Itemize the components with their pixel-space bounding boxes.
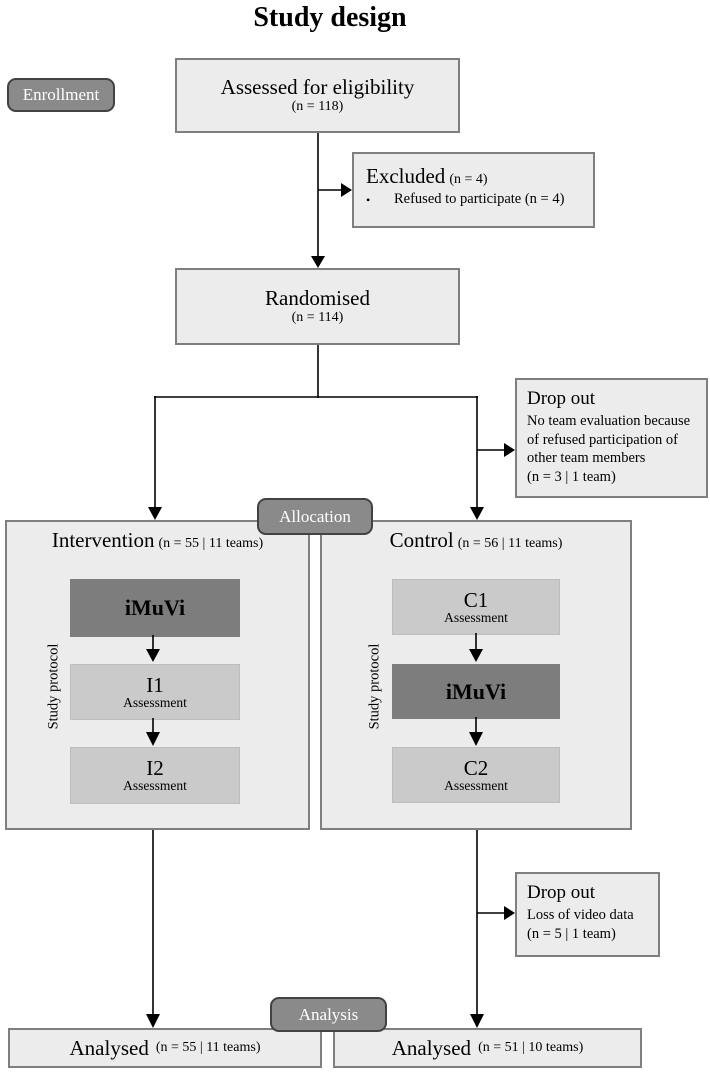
step-imuvi-control: iMuVi xyxy=(392,664,560,719)
excluded-title: Excluded xyxy=(366,164,446,188)
intervention-header: Intervention (n = 55 | 11 teams) xyxy=(7,528,308,553)
step-c2: C2 Assessment xyxy=(392,747,560,803)
enrollment-stage-pill: Enrollment xyxy=(7,78,115,112)
analysed-right-title: Analysed xyxy=(391,1035,472,1060)
control-title: Control xyxy=(389,528,454,552)
dropout2-content: Drop out Loss of video data (n = 5 | 1 t… xyxy=(517,874,658,951)
analysis-stage-pill: Analysis xyxy=(270,997,387,1032)
step-imuvi-intervention: iMuVi xyxy=(70,579,240,637)
page-title: Study design xyxy=(253,2,407,33)
arrow-right-icon xyxy=(504,443,515,457)
arrow-down-icon xyxy=(470,507,484,520)
excluded-title-line: Excluded (n = 4) xyxy=(366,164,581,189)
allocation-stage-pill: Allocation xyxy=(257,498,373,535)
step-i2-sub: Assessment xyxy=(123,778,187,794)
intervention-side-label: Study protocol xyxy=(45,643,62,730)
analysed-right-n: (n = 51 | 10 teams) xyxy=(478,1040,584,1055)
arrow-down-icon xyxy=(148,507,162,520)
arrow-right-icon xyxy=(341,183,352,197)
step-c1-sub: Assessment xyxy=(444,609,508,625)
dropout2-title: Drop out xyxy=(527,882,596,903)
assessed-box: Assessed for eligibility (n = 118) xyxy=(175,58,460,133)
assessed-title: Assessed for eligibility xyxy=(220,74,415,99)
dropout1-title: Drop out xyxy=(527,388,596,409)
step-i1-label: I1 xyxy=(146,672,164,697)
excluded-content: Excluded (n = 4) • Refused to participat… xyxy=(354,154,593,216)
dropout1-n: (n = 3 | 1 team) xyxy=(527,468,616,485)
excluded-box: Excluded (n = 4) • Refused to participat… xyxy=(352,152,595,228)
excluded-bullet-row: • Refused to participate (n = 4) xyxy=(366,191,581,208)
analysed-intervention-box: Analysed (n = 55 | 11 teams) xyxy=(8,1028,322,1068)
step-i2-label: I2 xyxy=(146,756,164,781)
arrow-down-icon xyxy=(470,1014,484,1028)
analysed-left-n: (n = 55 | 11 teams) xyxy=(155,1040,261,1055)
step-c2-sub: Assessment xyxy=(444,777,508,793)
intervention-column: Intervention (n = 55 | 11 teams) Study p… xyxy=(5,520,310,830)
dropout1-box: Drop out No team evaluation because of r… xyxy=(515,378,708,498)
bullet-icon: • xyxy=(366,193,371,207)
dropout2-n: (n = 5 | 1 team) xyxy=(527,925,616,942)
excluded-n: (n = 4) xyxy=(449,172,488,187)
step-imuvi-label: iMuVi xyxy=(124,595,186,621)
dropout1-content: Drop out No team evaluation because of r… xyxy=(517,380,706,494)
analysed-left-title: Analysed xyxy=(69,1035,149,1060)
control-header: Control (n = 56 | 11 teams) xyxy=(322,528,630,553)
randomised-title: Randomised xyxy=(265,285,370,310)
step-i1-sub: Assessment xyxy=(123,694,187,710)
step-i2: I2 Assessment xyxy=(70,747,240,804)
step-imuvi-control-label: iMuVi xyxy=(445,678,507,704)
randomised-box: Randomised (n = 114) xyxy=(175,268,460,345)
assessed-n: (n = 118) xyxy=(291,98,344,114)
step-c1: C1 Assessment xyxy=(392,579,560,635)
dropout1-body: No team evaluation because of refused pa… xyxy=(527,413,691,467)
analysed-control-box: Analysed (n = 51 | 10 teams) xyxy=(333,1028,642,1068)
excluded-bullet-text: Refused to participate (n = 4) xyxy=(394,191,565,207)
arrow-right-icon xyxy=(504,906,515,920)
dropout2-box: Drop out Loss of video data (n = 5 | 1 t… xyxy=(515,872,660,957)
arrow-down-icon xyxy=(146,1014,160,1028)
control-column: Control (n = 56 | 11 teams) Study protoc… xyxy=(320,520,632,830)
dropout2-body: Loss of video data xyxy=(527,907,634,923)
step-c2-label: C2 xyxy=(463,755,489,780)
intervention-title: Intervention xyxy=(51,528,155,552)
control-n: (n = 56 | 11 teams) xyxy=(457,536,563,551)
control-side-label: Study protocol xyxy=(366,643,383,730)
intervention-n: (n = 55 | 11 teams) xyxy=(158,536,264,551)
randomised-n: (n = 114) xyxy=(291,309,344,325)
step-c1-label: C1 xyxy=(463,587,489,612)
bullet-indent xyxy=(380,191,394,208)
arrow-down-icon xyxy=(311,256,325,268)
step-i1: I1 Assessment xyxy=(70,664,240,720)
